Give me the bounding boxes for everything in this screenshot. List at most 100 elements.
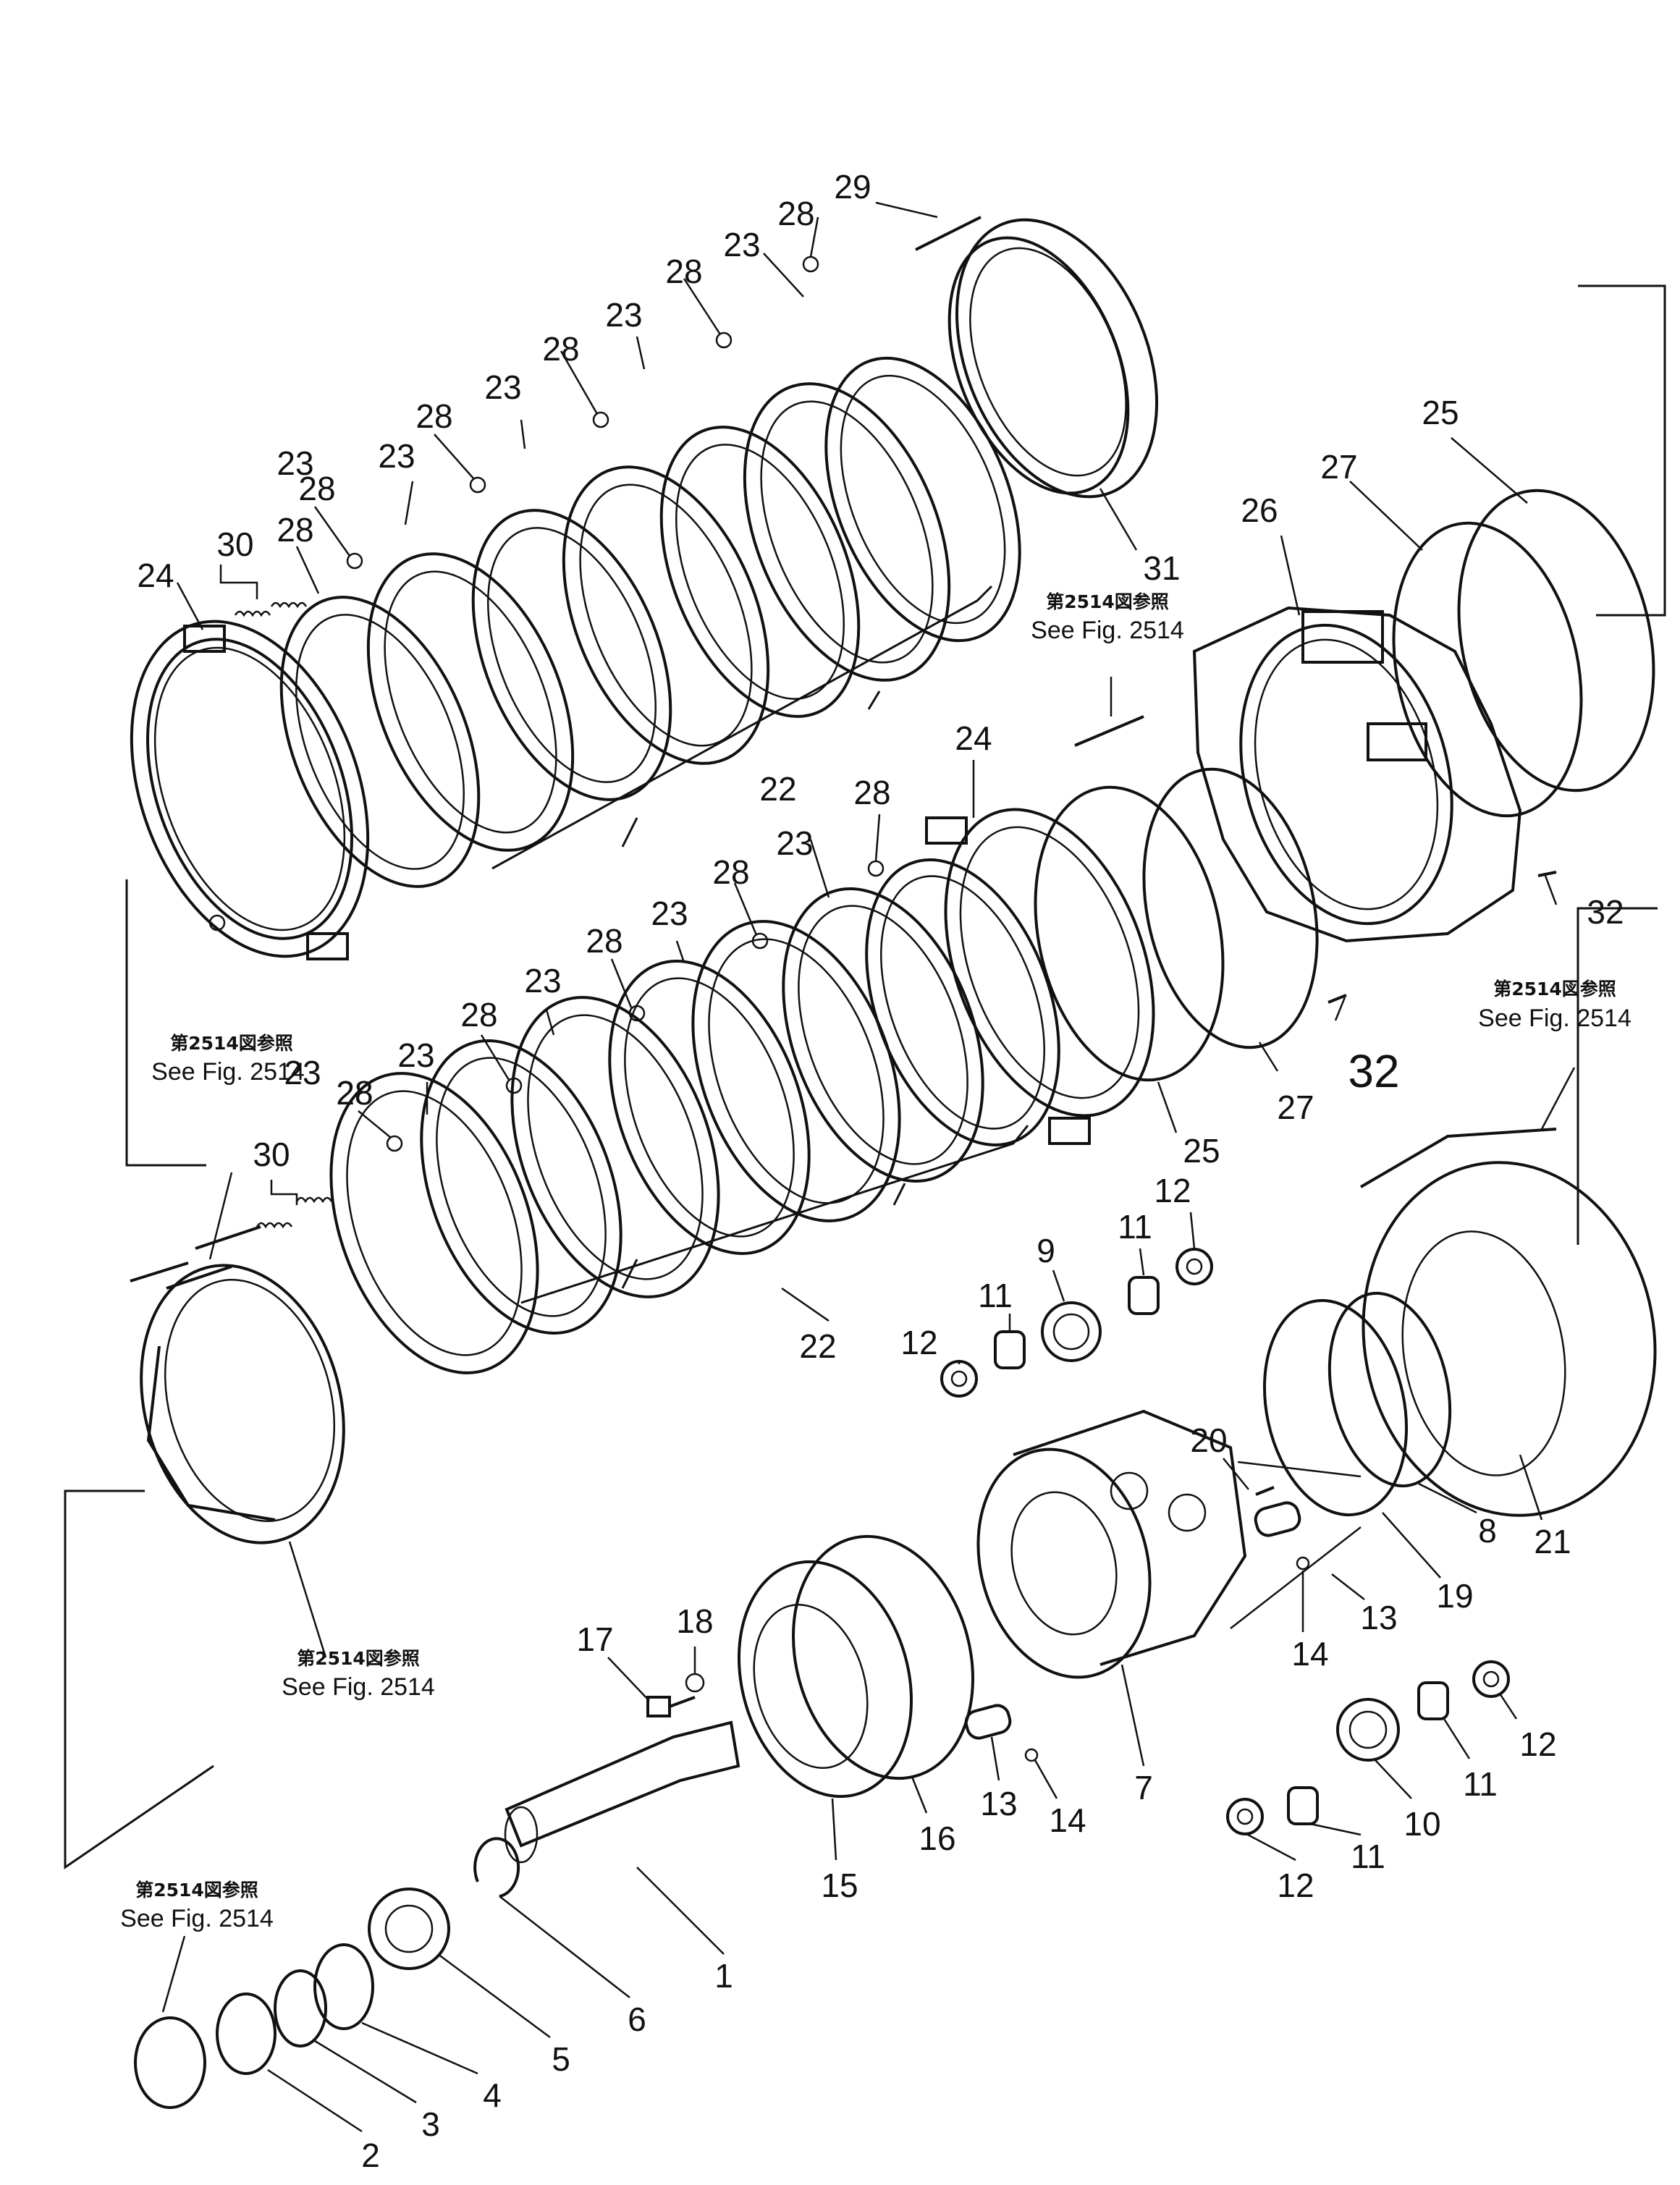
seal-16 xyxy=(792,1534,974,1780)
upper-clutch-pack xyxy=(130,216,1159,960)
reference-right: 第2514図参照 See Fig. 2514 xyxy=(1478,979,1632,1032)
ring-3 xyxy=(274,1969,327,2047)
springs-30-upper xyxy=(234,601,308,617)
balls-14 xyxy=(1024,1556,1310,1762)
callout-29: 29 xyxy=(834,168,871,206)
gear-10 xyxy=(1336,1698,1400,1762)
reference-en: See Fig. 2514 xyxy=(1031,617,1184,644)
callout-23: 23 xyxy=(651,895,688,932)
callout-10: 10 xyxy=(1403,1805,1440,1843)
pins-lower-left xyxy=(130,1225,261,1290)
callout-22: 22 xyxy=(759,770,796,808)
callout-23: 23 xyxy=(723,226,760,263)
reference-left: 第2514図参照 See Fig. 2514 xyxy=(151,1033,305,1086)
callout-9: 9 xyxy=(1037,1232,1055,1269)
callout-1: 1 xyxy=(714,1957,733,1995)
callout-28: 28 xyxy=(853,774,890,811)
callout-18: 18 xyxy=(676,1602,713,1640)
callout-28: 28 xyxy=(665,253,702,290)
callout-19: 19 xyxy=(1436,1577,1473,1615)
reference-jp: 第2514図参照 xyxy=(297,1648,420,1669)
callout-28: 28 xyxy=(415,397,452,435)
callout-31: 31 xyxy=(1143,549,1180,587)
hub-31 xyxy=(947,218,1159,499)
shaft-group xyxy=(134,1534,974,2109)
piston-15 xyxy=(737,1560,913,1799)
callout-27: 27 xyxy=(1277,1089,1314,1126)
callout-16: 16 xyxy=(919,1820,955,1857)
bearings-11 xyxy=(994,1276,1449,1825)
housing-21 xyxy=(1359,1128,1657,1517)
seal-ring-25-lower xyxy=(1034,785,1225,1082)
pins-32 xyxy=(1074,715,1557,1004)
callout-25: 25 xyxy=(1183,1132,1220,1170)
callout-11: 11 xyxy=(1351,1838,1385,1875)
callout-28: 28 xyxy=(336,1074,373,1112)
callout-23: 23 xyxy=(605,296,642,334)
end-plate-24-upper xyxy=(130,620,370,960)
callout-28: 28 xyxy=(586,922,622,960)
housing-26 xyxy=(1192,606,1522,943)
seal-ring-27-lower xyxy=(1142,767,1319,1049)
gear-5 xyxy=(368,1888,450,1970)
callout-28: 28 xyxy=(712,853,749,891)
callout-23: 23 xyxy=(378,437,415,475)
callout-30: 30 xyxy=(253,1136,290,1173)
snap-ring-6 xyxy=(473,1837,520,1898)
seal-ring-27-upper xyxy=(1392,521,1583,818)
callout-23: 23 xyxy=(277,444,313,482)
callout-3: 3 xyxy=(421,2105,440,2143)
callout-15: 15 xyxy=(821,1867,858,1904)
reference-lower-left: 第2514図参照 See Fig. 2514 xyxy=(282,1648,435,1701)
bolt-17 xyxy=(646,1696,696,1717)
callout-12: 12 xyxy=(1277,1867,1314,1904)
callout-20: 20 xyxy=(1190,1421,1227,1459)
assembly-brackets xyxy=(64,284,1666,1869)
reference-en: See Fig. 2514 xyxy=(282,1673,435,1701)
callout-12: 12 xyxy=(900,1324,937,1361)
callout-11: 11 xyxy=(1463,1765,1498,1803)
callout-23: 23 xyxy=(776,824,813,862)
callout-22: 22 xyxy=(799,1327,836,1365)
housing-group xyxy=(1034,489,1655,1082)
shaft-1 xyxy=(504,1720,740,1864)
reference-jp: 第2514図参照 xyxy=(170,1033,293,1054)
callout-11: 11 xyxy=(978,1277,1013,1314)
callout-32-large: 32 xyxy=(1348,1045,1399,1097)
callout-23: 23 xyxy=(484,368,521,406)
callout-28: 28 xyxy=(460,996,497,1034)
callout-32: 32 xyxy=(1587,893,1624,931)
reference-en: See Fig. 2514 xyxy=(120,1905,274,1932)
callout-21: 21 xyxy=(1534,1523,1571,1560)
drum-left xyxy=(140,1264,345,1544)
callout-28: 28 xyxy=(777,195,814,232)
callout-8: 8 xyxy=(1478,1512,1497,1550)
callout-28: 28 xyxy=(336,1074,373,1112)
callout-5: 5 xyxy=(552,2040,570,2078)
callout-6: 6 xyxy=(628,2000,646,2038)
reference-en: See Fig. 2514 xyxy=(1478,1005,1632,1032)
pin-20 xyxy=(1255,1486,1275,1496)
callout-17: 17 xyxy=(576,1620,613,1658)
reference-jp: 第2514図参照 xyxy=(1493,979,1616,999)
leader-lines xyxy=(161,201,1576,2133)
callout-25: 25 xyxy=(1422,394,1459,431)
seal-left xyxy=(134,2016,206,2109)
pin-29 xyxy=(915,216,982,251)
lower-clutch-pack xyxy=(130,808,1155,1544)
callout-12: 12 xyxy=(1519,1725,1556,1763)
ring-gear-8-19 xyxy=(1262,1291,1452,1517)
gear-9 xyxy=(1041,1301,1102,1362)
washers-12 xyxy=(940,1248,1510,1835)
callout-27: 27 xyxy=(1320,448,1357,486)
bearing-4 xyxy=(313,1943,374,2030)
callout-30: 30 xyxy=(216,525,253,563)
callout-28: 28 xyxy=(298,470,335,507)
shafts-13 xyxy=(964,1501,1301,1740)
figure-references: 第2514図参照 See Fig. 2514 第2514図参照 See Fig.… xyxy=(120,591,1632,1932)
reference-bottom-left: 第2514図参照 See Fig. 2514 xyxy=(120,1880,274,1932)
callout-24: 24 xyxy=(137,557,174,594)
plates-lower xyxy=(329,858,1060,1374)
callout-23: 23 xyxy=(397,1036,434,1074)
